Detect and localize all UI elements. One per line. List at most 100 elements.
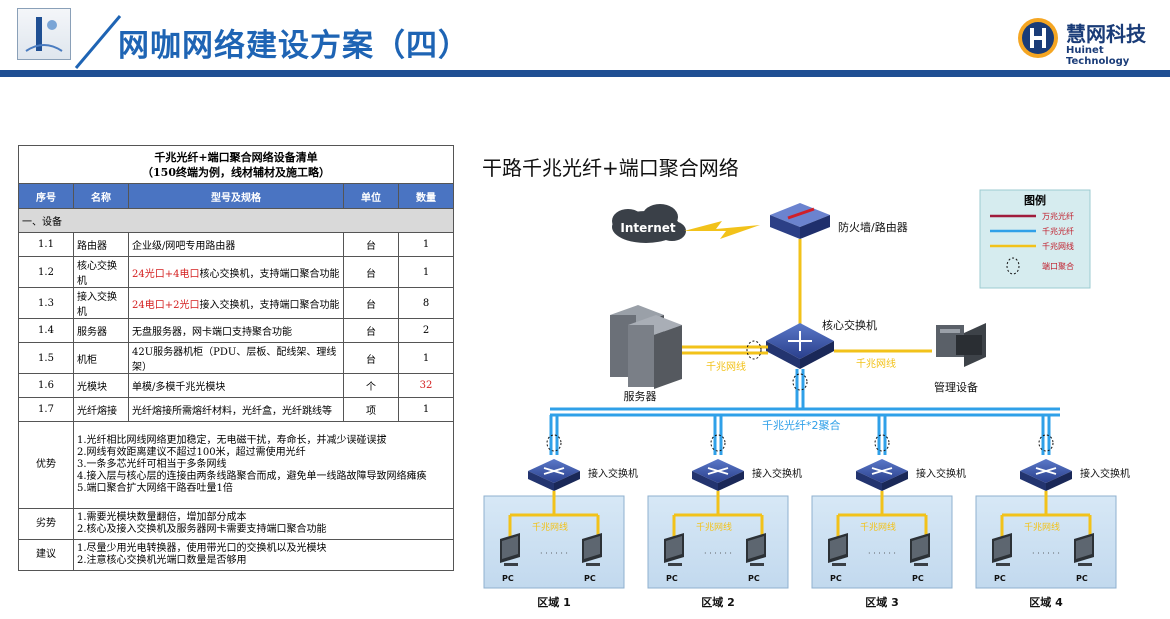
cell-no: 1.1 xyxy=(18,232,74,257)
pc-label: PC xyxy=(502,574,514,583)
cell-unit: 台 xyxy=(343,318,399,343)
section-row: 一、设备 xyxy=(17,208,455,233)
pc-icon xyxy=(582,533,602,566)
cell-no: 1.4 xyxy=(18,318,74,343)
cell-qty: 1 xyxy=(397,256,455,288)
col-header-name: 名称 xyxy=(73,183,129,209)
pc-icon xyxy=(828,533,848,566)
cell-no: 1.5 xyxy=(18,342,74,374)
pc-icon xyxy=(910,533,930,566)
cell-name: 光模块 xyxy=(73,373,129,398)
cell-name: 接入交换机 xyxy=(73,287,129,319)
cell-spec: 光纤熔接所需熔纤材料，光纤盒，光纤跳线等 xyxy=(128,397,344,422)
equipment-table: 千兆光纤+端口聚合网络设备清单 （150终端为例，线材辅材及施工略） 序号 名称… xyxy=(17,145,455,571)
spec-text: 无盘服务器，网卡端口支持聚合功能 xyxy=(132,327,292,338)
mgmt-label: 管理设备 xyxy=(934,380,978,394)
internet-cloud-icon xyxy=(612,204,686,243)
access-switch-label: 接入交换机 xyxy=(916,467,966,480)
wan-link-icon xyxy=(684,221,760,239)
note-line: 1.需要光模块数量翻倍，增加部分成本 xyxy=(77,512,247,523)
disadvantages-label: 劣势 xyxy=(18,508,74,540)
cell-unit: 台 xyxy=(343,287,399,319)
pc-icon xyxy=(664,533,684,566)
pc-label: PC xyxy=(1076,574,1088,583)
network-diagram: Internet 防火墙/路由器 核心交换机 服务器 千兆网线 千兆网线 xyxy=(483,189,1130,609)
cell-spec: 24电口+2光口接入交换机，支持端口聚合功能 xyxy=(128,287,344,319)
core-switch-label: 核心交换机 xyxy=(822,318,877,332)
legend-title: 图例 xyxy=(1024,193,1046,207)
note-line: 2.网线有效距离建议不超过100米，超过需使用光纤 xyxy=(77,447,306,458)
zone-label: 区域 1 xyxy=(537,595,570,609)
cell-no: 1.6 xyxy=(18,373,74,398)
server-icon xyxy=(610,305,682,389)
page-title: 网咖网络建设方案（四） xyxy=(118,28,470,64)
gigabit-label-right: 千兆网线 xyxy=(856,357,896,370)
server-label: 服务器 xyxy=(624,390,657,403)
cell-qty: 8 xyxy=(397,287,455,319)
firewall-label: 防火墙/路由器 xyxy=(838,220,908,234)
cell-no: 1.2 xyxy=(18,256,74,288)
legend-item-aggregation: 端口聚合 xyxy=(1042,261,1074,271)
more-pcs-dots: · · · · · · xyxy=(1032,549,1060,558)
cell-name: 路由器 xyxy=(73,232,129,257)
legend-swatch-aggregation xyxy=(1006,257,1020,275)
table-caption: 千兆光纤+端口聚合网络设备清单 （150终端为例，线材辅材及施工略） xyxy=(17,145,455,184)
spec-highlight: 24光口+4电口 xyxy=(132,268,200,280)
aggregation-marker xyxy=(546,434,562,452)
cell-qty: 1 xyxy=(397,342,455,374)
pc-label: PC xyxy=(912,574,924,583)
access-switch-icon xyxy=(692,459,744,491)
access-switch-label: 接入交换机 xyxy=(752,467,802,480)
suggestions-label: 建议 xyxy=(18,539,74,571)
aggregation-marker xyxy=(746,340,762,360)
cell-spec: 无盘服务器，网卡端口支持聚合功能 xyxy=(128,318,344,343)
internet-label: Internet xyxy=(620,221,675,235)
advantages-label: 优势 xyxy=(18,421,74,509)
zone-gigabit-label: 千兆网线 xyxy=(696,521,732,533)
zone-label: 区域 2 xyxy=(701,595,734,609)
pc-icon xyxy=(746,533,766,566)
more-pcs-dots: · · · · · · xyxy=(704,549,732,558)
legend: 图例 万兆光纤 千兆光纤 千兆网线 端口聚合 xyxy=(979,189,1091,289)
spec-text: 42U服务器机柜（PDU、层板、配线架、理线架） xyxy=(132,347,337,373)
zone-gigabit-label: 千兆网线 xyxy=(860,521,896,533)
pc-label: PC xyxy=(994,574,1006,583)
access-switch-icon xyxy=(856,459,908,491)
cell-name: 核心交换机 xyxy=(73,256,129,288)
management-computer-icon xyxy=(936,323,986,367)
access-switch-label: 接入交换机 xyxy=(588,467,638,480)
cell-qty: 2 xyxy=(397,318,455,343)
spec-text: 企业级/网吧专用路由器 xyxy=(132,241,236,252)
note-line: 1.尽量少用光电转换器，使用带光口的交换机以及光模块 xyxy=(77,543,327,554)
pc-label: PC xyxy=(748,574,760,583)
core-switch-icon xyxy=(766,323,834,369)
pc-icon xyxy=(992,533,1012,566)
section-label: 一、设备 xyxy=(17,208,455,233)
access-switch-icon xyxy=(1020,459,1072,491)
firewall-icon xyxy=(770,203,830,239)
spec-text: 核心交换机，支持端口聚合功能 xyxy=(199,268,340,280)
more-pcs-dots: · · · · · · xyxy=(540,549,568,558)
cell-spec: 企业级/网吧专用路由器 xyxy=(128,232,344,257)
aggregation-marker xyxy=(1038,434,1054,452)
note-line: 3.一条多芯光纤可相当于多条网线 xyxy=(77,459,227,470)
cell-name: 机柜 xyxy=(73,342,129,374)
aggregation-marker xyxy=(710,434,726,452)
table-caption-line2: （150终端为例，线材辅材及施工略） xyxy=(142,165,330,179)
header-bar xyxy=(0,70,1170,77)
note-line: 2.注意核心交换机光端口数量是否够用 xyxy=(77,555,247,566)
gigabit-label-left: 千兆网线 xyxy=(706,360,746,373)
pc-label: PC xyxy=(666,574,678,583)
cell-unit: 台 xyxy=(343,342,399,374)
aggregation-marker xyxy=(792,373,808,391)
col-header-unit: 单位 xyxy=(343,183,399,209)
cell-unit: 项 xyxy=(343,397,399,422)
